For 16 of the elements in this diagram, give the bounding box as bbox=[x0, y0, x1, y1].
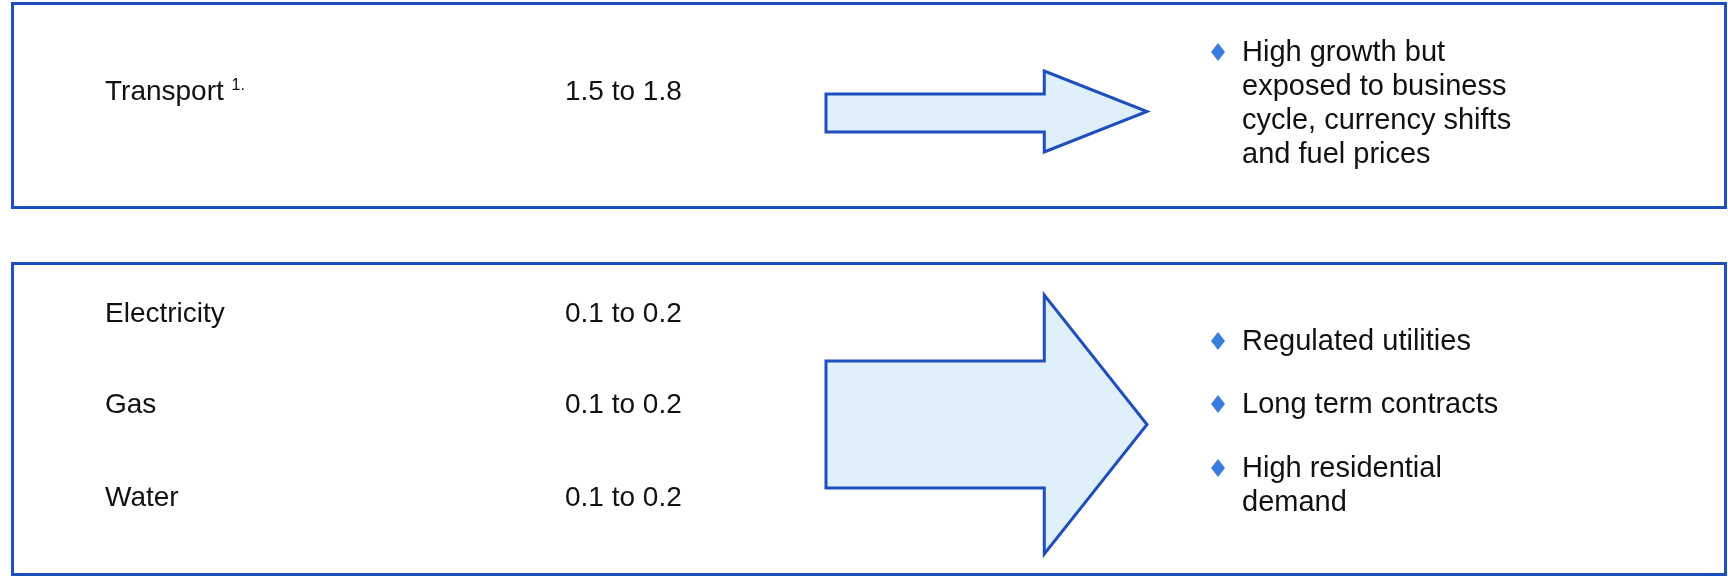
row-label: Water bbox=[105, 481, 179, 513]
block-arrow bbox=[824, 290, 1149, 559]
panel bbox=[11, 2, 1727, 209]
row-label: Gas bbox=[105, 388, 157, 420]
value-range: 0.1 to 0.2 bbox=[565, 388, 682, 420]
block-arrow bbox=[824, 68, 1152, 155]
bullet-text: Long term contracts bbox=[1242, 386, 1500, 420]
bullet-text: High growth but exposed to business cycle, currency shifts and fuel prices bbox=[1242, 34, 1513, 170]
row-label: Electricity bbox=[105, 297, 225, 329]
panel bbox=[11, 262, 1727, 576]
bullet-text: Regulated utilities bbox=[1242, 323, 1472, 357]
value-range: 1.5 to 1.8 bbox=[565, 75, 682, 107]
bullet-text: High residential demand bbox=[1242, 450, 1443, 518]
value-range: 0.1 to 0.2 bbox=[565, 297, 682, 329]
value-range: 0.1 to 0.2 bbox=[565, 481, 682, 513]
row-label: Transport $^{1.}$ bbox=[105, 75, 245, 107]
